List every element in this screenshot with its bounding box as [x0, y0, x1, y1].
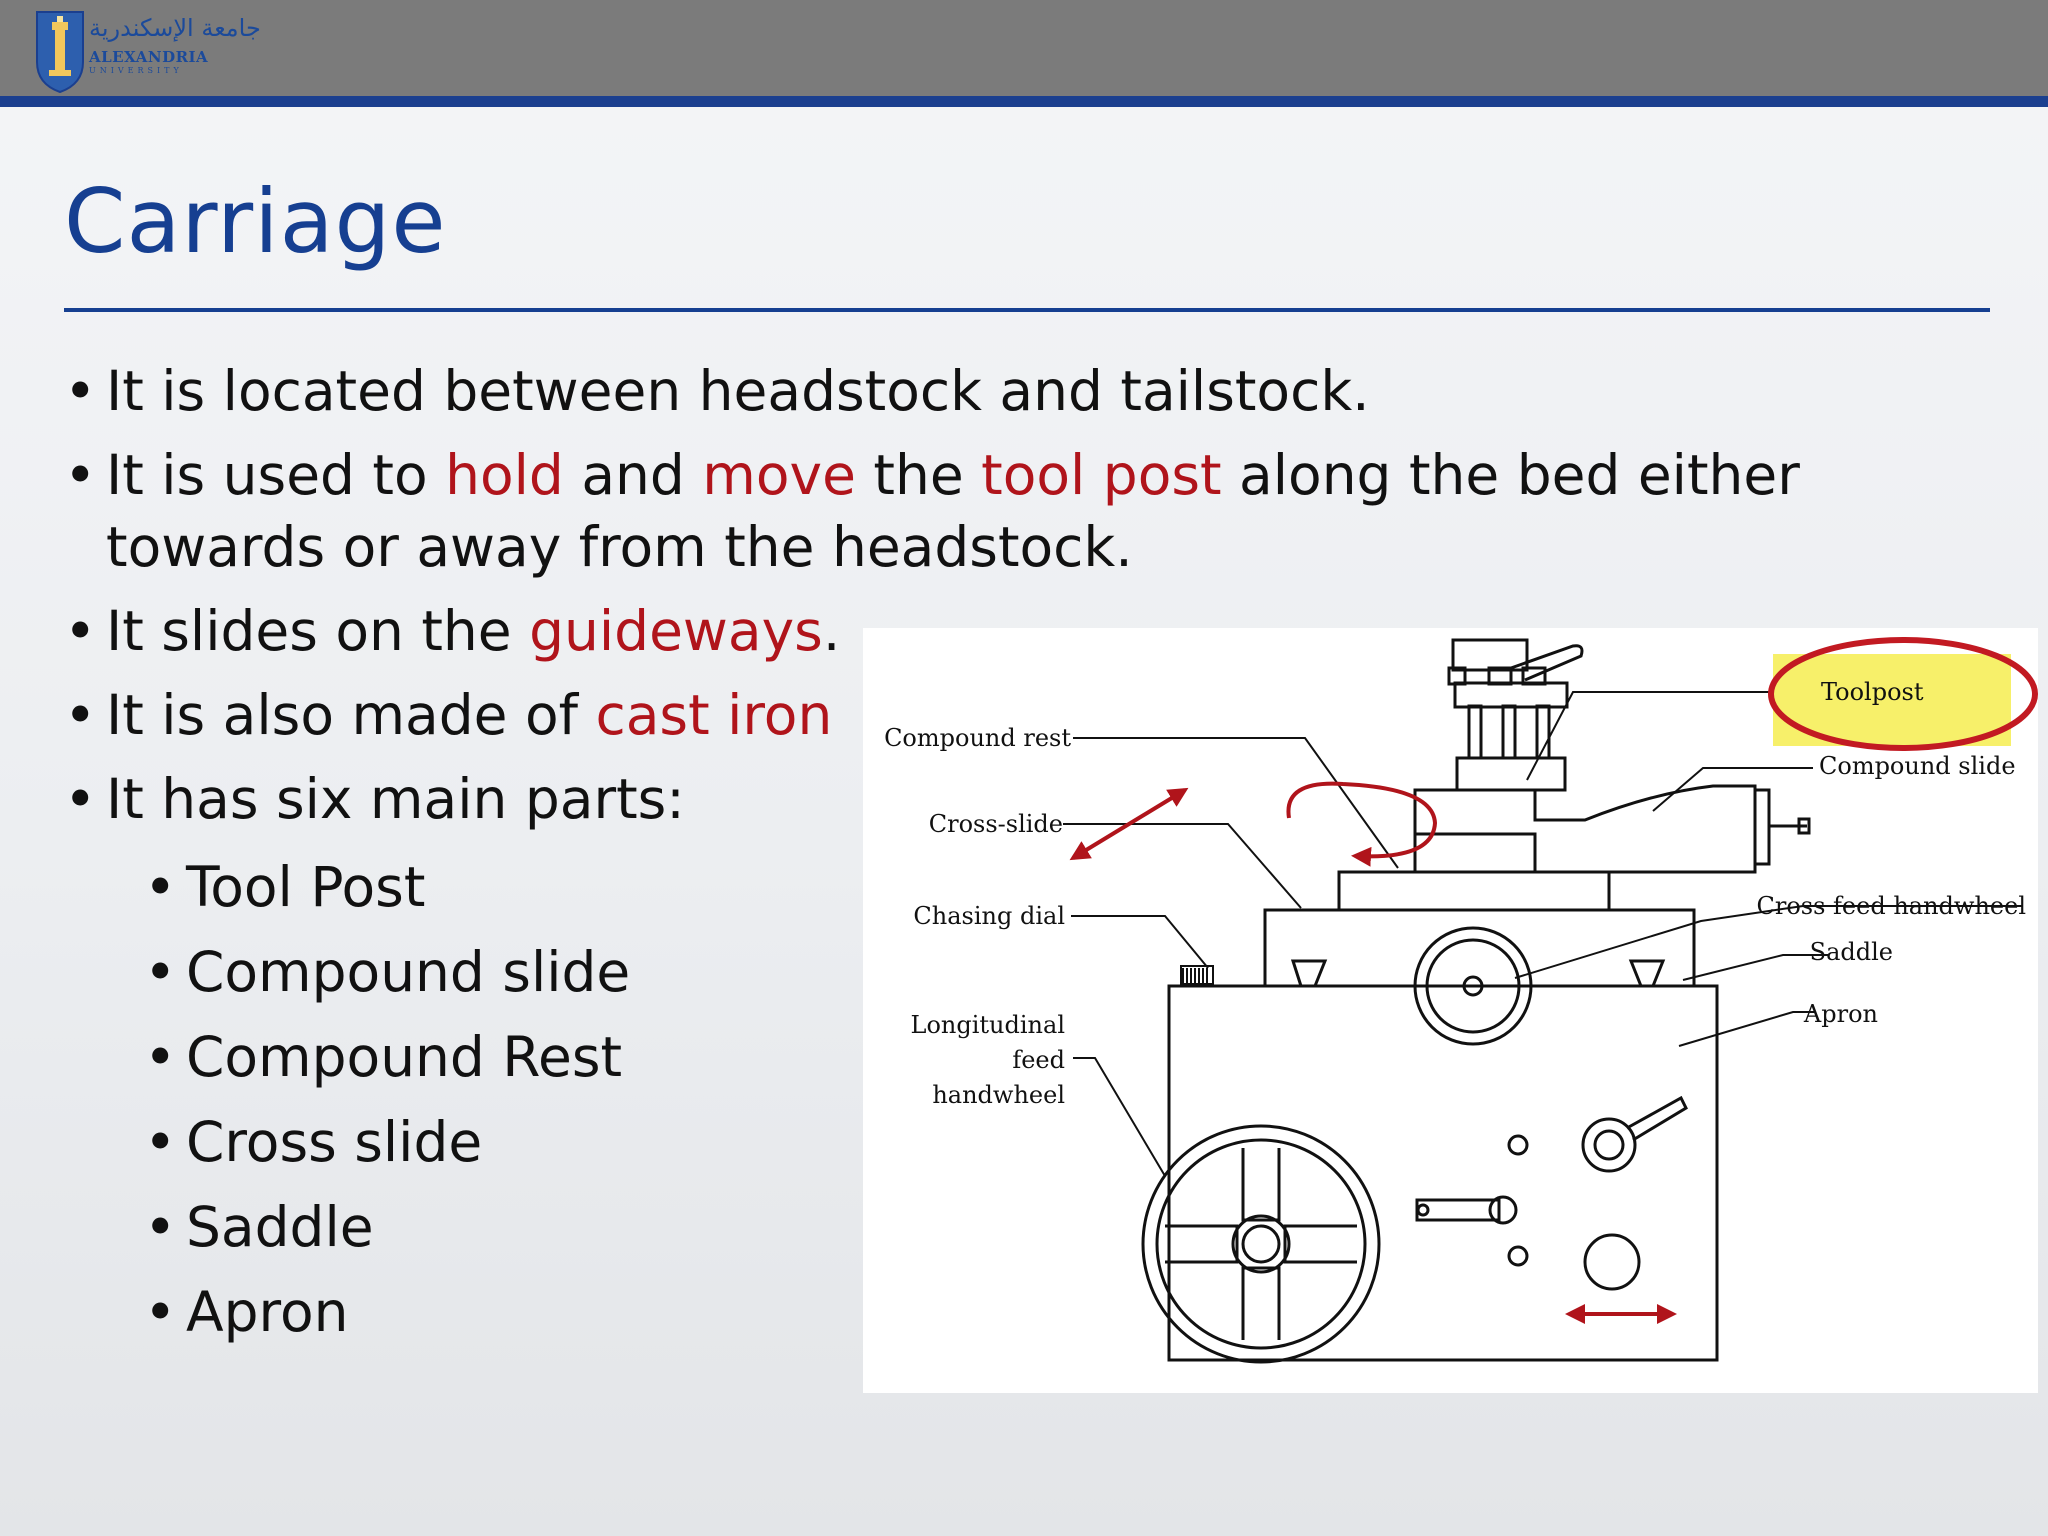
- compound-rotation-arrow: [1286, 781, 1438, 867]
- part-item: Compound Rest: [144, 1015, 630, 1100]
- compound-rest-body: [1413, 832, 1537, 874]
- slide-title: Carriage: [64, 170, 447, 273]
- logo-arabic-text: جامعة الإسكندرية: [89, 14, 261, 42]
- chasing-dial-icon: [1180, 965, 1214, 985]
- label-cross-feed-handwheel: Cross feed handwheel: [1757, 892, 2027, 920]
- toolpost-highlight-circle: [1768, 637, 2038, 751]
- part-item: Compound slide: [144, 930, 630, 1015]
- parts-list: Tool Post Compound slide Compound Rest C…: [144, 845, 630, 1355]
- highlight-tool-post: tool post: [981, 443, 1222, 507]
- part-item: Tool Post: [144, 845, 630, 930]
- part-item: Cross slide: [144, 1100, 630, 1185]
- cross-slide-body: [1337, 870, 1611, 912]
- logo-sub-text: UNIVERSITY: [89, 66, 183, 75]
- carriage-diagram-svg: Compound rest Cross-slide Chasing dial L…: [884, 637, 2038, 1364]
- university-logo: جامعة الإسكندرية ALEXANDRIA UNIVERSITY: [35, 10, 261, 96]
- highlight-hold: hold: [445, 443, 564, 507]
- title-underline: [64, 308, 1990, 312]
- label-handwheel: handwheel: [932, 1081, 1065, 1109]
- bullet-material: It is also made of cast iron: [64, 679, 1864, 751]
- label-chasing-dial: Chasing dial: [913, 902, 1065, 930]
- header-rule: [0, 96, 2048, 107]
- label-feed: feed: [1012, 1046, 1065, 1074]
- highlight-move: move: [702, 443, 856, 507]
- header-bar: [0, 0, 2048, 96]
- apron-body: [1167, 984, 1719, 1362]
- label-apron: Apron: [1803, 1000, 1878, 1028]
- compound-slide-body: [1413, 784, 1757, 874]
- bullet-parts-intro: It has six main parts:: [64, 763, 1864, 835]
- bullet-purpose: It is used to hold and move the tool pos…: [64, 439, 1866, 583]
- bullet-list: It is located between headstock and tail…: [64, 355, 1864, 847]
- bullet-guideways: It slides on the guideways.: [64, 595, 1864, 667]
- cross-feed-handwheel-icon: [1413, 926, 1533, 1046]
- longitudinal-handwheel-icon: [1141, 1124, 1381, 1364]
- compound-handwheel-icon: [1753, 788, 1771, 866]
- label-compound-slide: Compound slide: [1819, 752, 2016, 780]
- cross-slide-motion-arrow: [1069, 787, 1189, 861]
- logo-name-text: ALEXANDRIA: [89, 48, 209, 66]
- saddle-body: [1263, 908, 1696, 988]
- highlight-guideways: guideways: [529, 599, 823, 663]
- part-item: Apron: [144, 1270, 630, 1355]
- carriage-diagram: Compound rest Cross-slide Chasing dial L…: [863, 628, 2038, 1393]
- bullet-location: It is located between headstock and tail…: [64, 355, 1864, 427]
- label-saddle: Saddle: [1810, 938, 1893, 966]
- label-longitudinal: Longitudinal: [911, 1011, 1065, 1039]
- label-cross-slide: Cross-slide: [929, 810, 1063, 838]
- label-compound-rest: Compound rest: [884, 724, 1071, 752]
- lighthouse-shield-icon: [36, 11, 84, 94]
- highlight-cast-iron: cast iron: [595, 683, 833, 747]
- label-toolpost: Toolpost: [1821, 678, 1924, 706]
- toolpost-body: [1455, 756, 1567, 792]
- part-item: Saddle: [144, 1185, 630, 1270]
